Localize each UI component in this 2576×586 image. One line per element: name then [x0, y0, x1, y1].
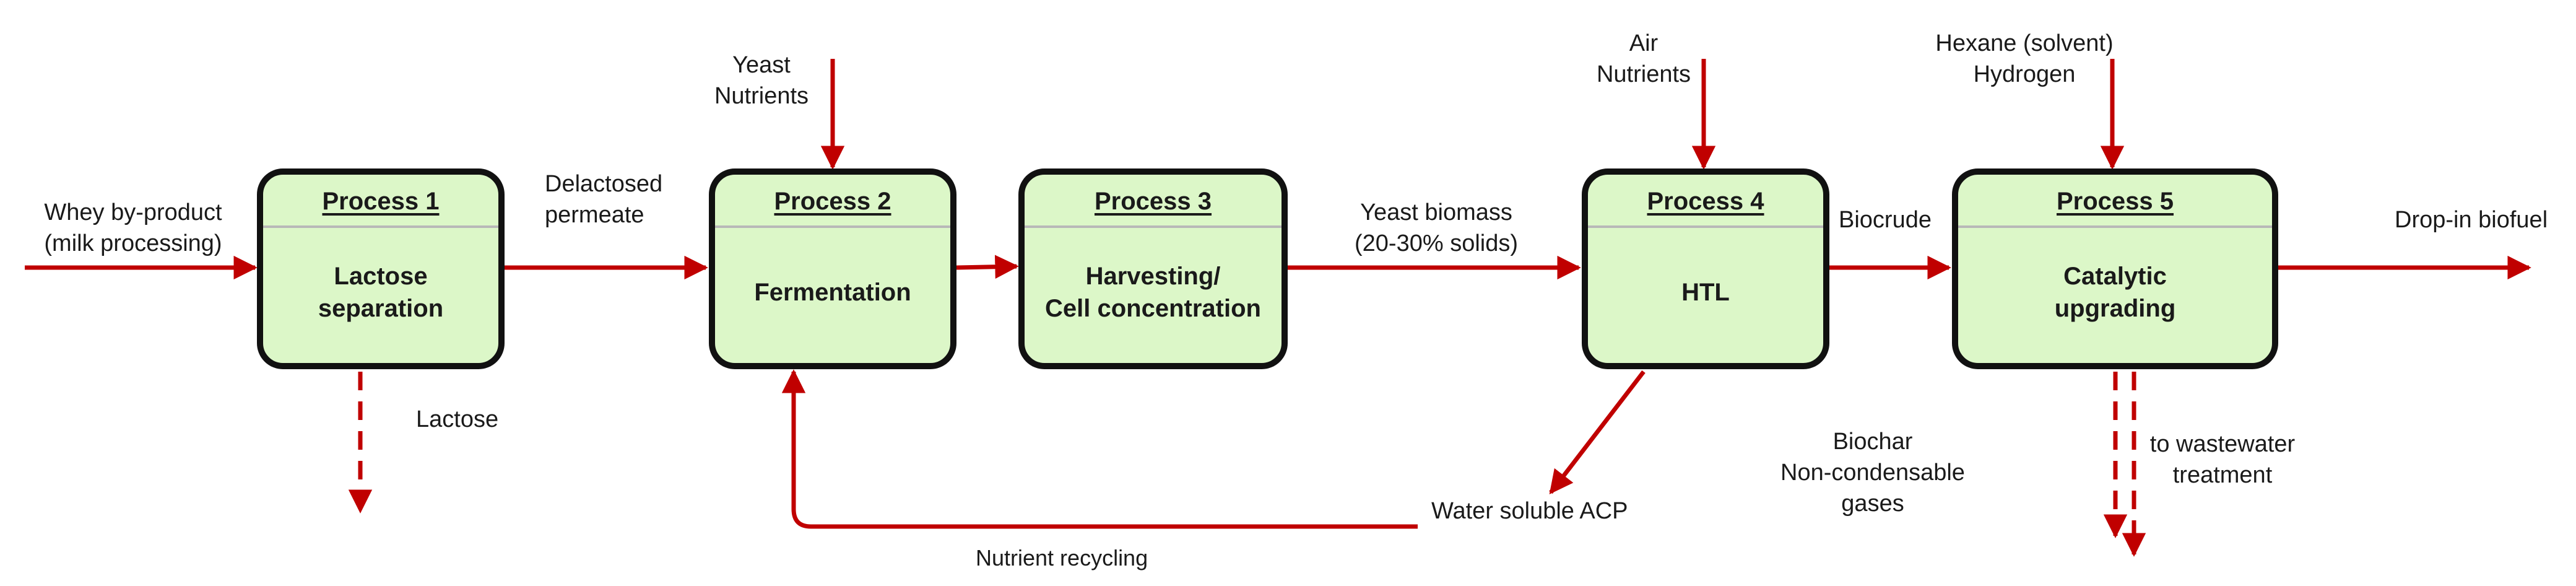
process-4-label: HTL: [1681, 279, 1730, 306]
process-3-divider: [1025, 225, 1281, 228]
process-2-box: Process 2 Fermentation: [709, 168, 956, 369]
air-nutrients-label: Air Nutrients: [1596, 30, 1691, 87]
process-1-box: Process 1 Lactose separation: [257, 168, 505, 369]
process-4-box: Process 4 HTL: [1582, 168, 1829, 369]
process-2-divider: [715, 225, 950, 228]
process-3-title: Process 3: [1094, 188, 1212, 215]
process-3-label: Harvesting/ Cell concentration: [1045, 263, 1261, 322]
process-4-title: Process 4: [1647, 188, 1764, 215]
process-1-label: Lactose separation: [318, 263, 444, 322]
biocrude-label: Biocrude: [1839, 207, 1932, 233]
process-3-box: Process 3 Harvesting/ Cell concentration: [1018, 168, 1288, 369]
wastewater-treatment-label: to wastewater treatment: [2149, 431, 2296, 488]
process-2-title: Process 2: [774, 188, 891, 215]
nutrient-recycling-label: Nutrient recycling: [972, 512, 1170, 574]
arrow-nutrient-recycling: [781, 369, 1418, 529]
process-5-title: Process 5: [2056, 188, 2174, 215]
process-1-divider: [263, 225, 498, 228]
lactose-label: Lactose: [416, 406, 499, 432]
nutrient-recycling-text: Nutrient recycling: [972, 545, 1152, 571]
whey-input-label: Whey by-product (milk processing): [44, 199, 222, 256]
process-1-title: Process 1: [322, 188, 440, 215]
dropin-biofuel-label: Drop-in biofuel: [2395, 207, 2548, 233]
arrow-htl-to-water-soluble: [1549, 370, 1646, 495]
process-5-box: Process 5 Catalytic upgrading: [1952, 168, 2278, 369]
arrow-process2-to-process3: [956, 255, 1019, 279]
yeast-nutrients-label: Yeast Nutrients: [714, 52, 809, 109]
delactosed-permeate-label: Delactosed permeate: [545, 171, 663, 228]
process-5-divider: [1958, 225, 2272, 228]
biochar-gases-label: Biochar Non-condensable gases: [1780, 429, 1965, 517]
process-4-divider: [1588, 225, 1823, 228]
process-5-label: Catalytic upgrading: [2054, 263, 2176, 322]
hexane-hydrogen-label: Hexane (solvent) Hydrogen: [1935, 30, 2114, 87]
yeast-biomass-label: Yeast biomass (20-30% solids): [1355, 199, 1518, 256]
water-soluble-acp-label: Water soluble ACP: [1431, 498, 1628, 524]
process-2-label: Fermentation: [754, 279, 911, 306]
